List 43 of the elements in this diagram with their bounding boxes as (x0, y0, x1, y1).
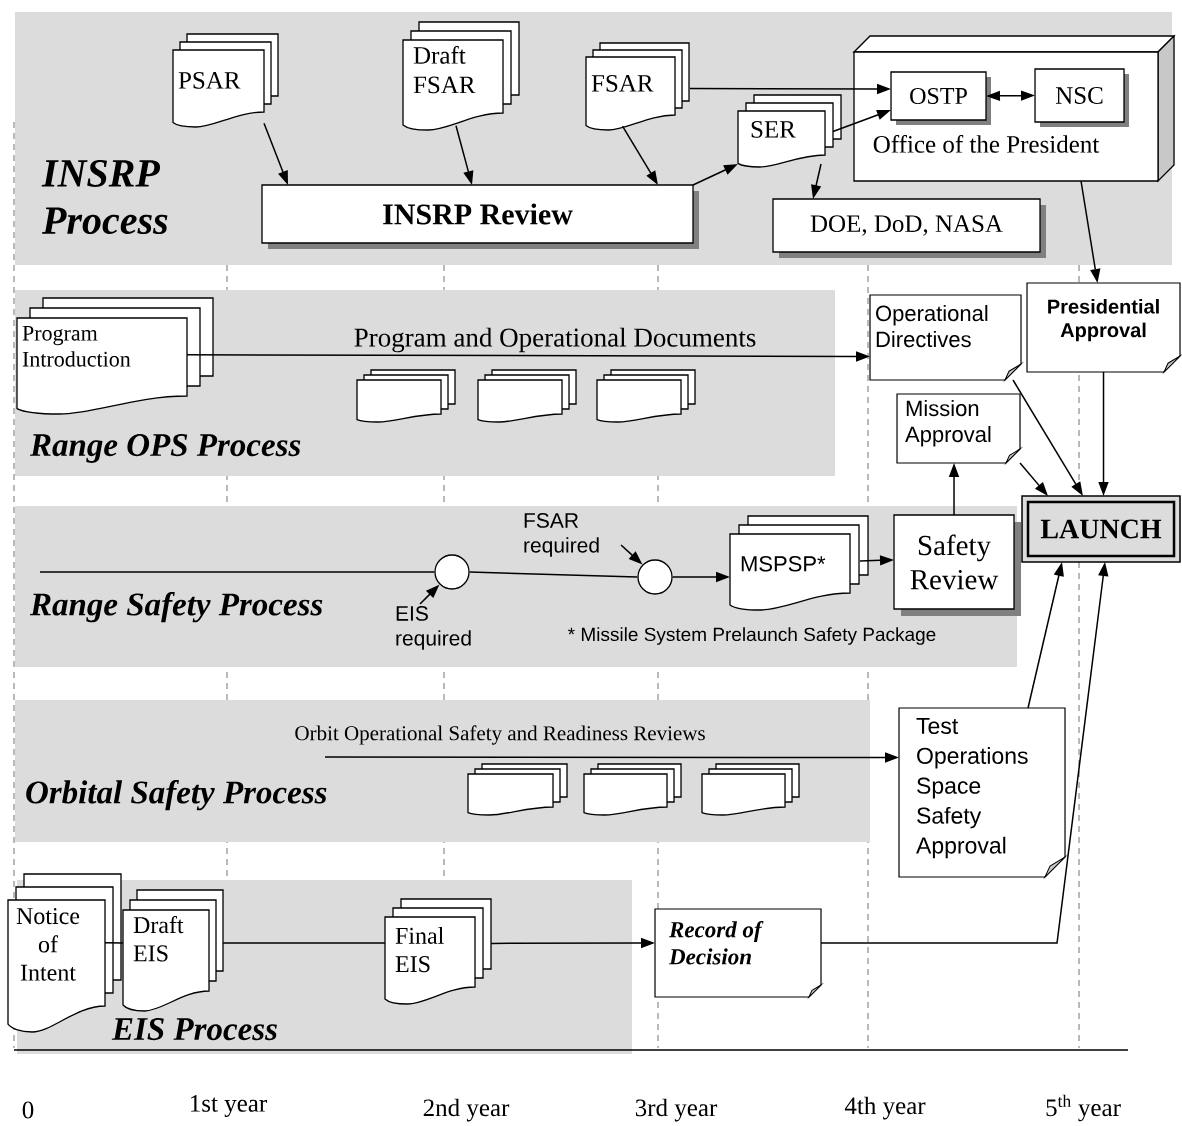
edge-label: Orbit Operational Safety and Readiness Reviews (293, 724, 707, 746)
footnote-text: * Missile System Prelaunch Safety Package (568, 627, 936, 645)
connector-line (222, 942, 386, 944)
connector-line (39, 571, 436, 573)
note-box: Record of Decision (654, 908, 822, 998)
year-label: 1st year (191, 1095, 267, 1117)
year-label: 5$^{th}$ year (1046, 1094, 1121, 1122)
year-label: 4th year (844, 1096, 926, 1120)
document-stack: Program Introduction (16, 297, 214, 415)
process-box: INSRP Review (261, 184, 699, 249)
process-box: Safety Review (893, 514, 1021, 616)
process-box: OSTP (890, 71, 991, 125)
document-stack: MSPSP* (729, 515, 869, 611)
note-box: Test Operations Space Safety Approval (898, 707, 1066, 878)
edge-label: Program and Operational Documents (352, 326, 758, 354)
milestone-circle (434, 554, 470, 590)
document-stack: Final EIS (384, 898, 492, 1005)
document-stack: FSAR (585, 42, 690, 131)
document-stack (477, 369, 577, 423)
year-label: 0 (22, 1101, 34, 1119)
document-stack (467, 763, 568, 816)
year-label: 3rd year (635, 1098, 718, 1122)
process-box: DOE, DoD, NASA (772, 198, 1046, 258)
document-stack (701, 763, 800, 816)
document-stack: SER (737, 94, 842, 168)
process-box: NSC (1034, 68, 1129, 127)
document-stack (596, 369, 696, 423)
note-box: Mission Approval (896, 393, 1021, 464)
milestone-circle (637, 559, 673, 595)
note-box: Operational Directives (869, 294, 1022, 381)
document-stack (356, 369, 456, 423)
document-stack (583, 763, 682, 816)
document-stack: PSAR (172, 33, 279, 128)
arrow (1019, 462, 1048, 496)
year-label: 2nd year (423, 1098, 510, 1122)
connector-line (104, 942, 124, 944)
document-stack: Draft FSAR (402, 21, 520, 131)
annotation-text: FSAR required (524, 513, 599, 557)
document-stack: Draft EIS (122, 889, 224, 1012)
note-box: Presidential Approval (1026, 282, 1181, 373)
launch-box: LAUNCH (1021, 495, 1181, 563)
connector-line (468, 571, 639, 578)
annotation-text: EIS required (396, 606, 471, 650)
